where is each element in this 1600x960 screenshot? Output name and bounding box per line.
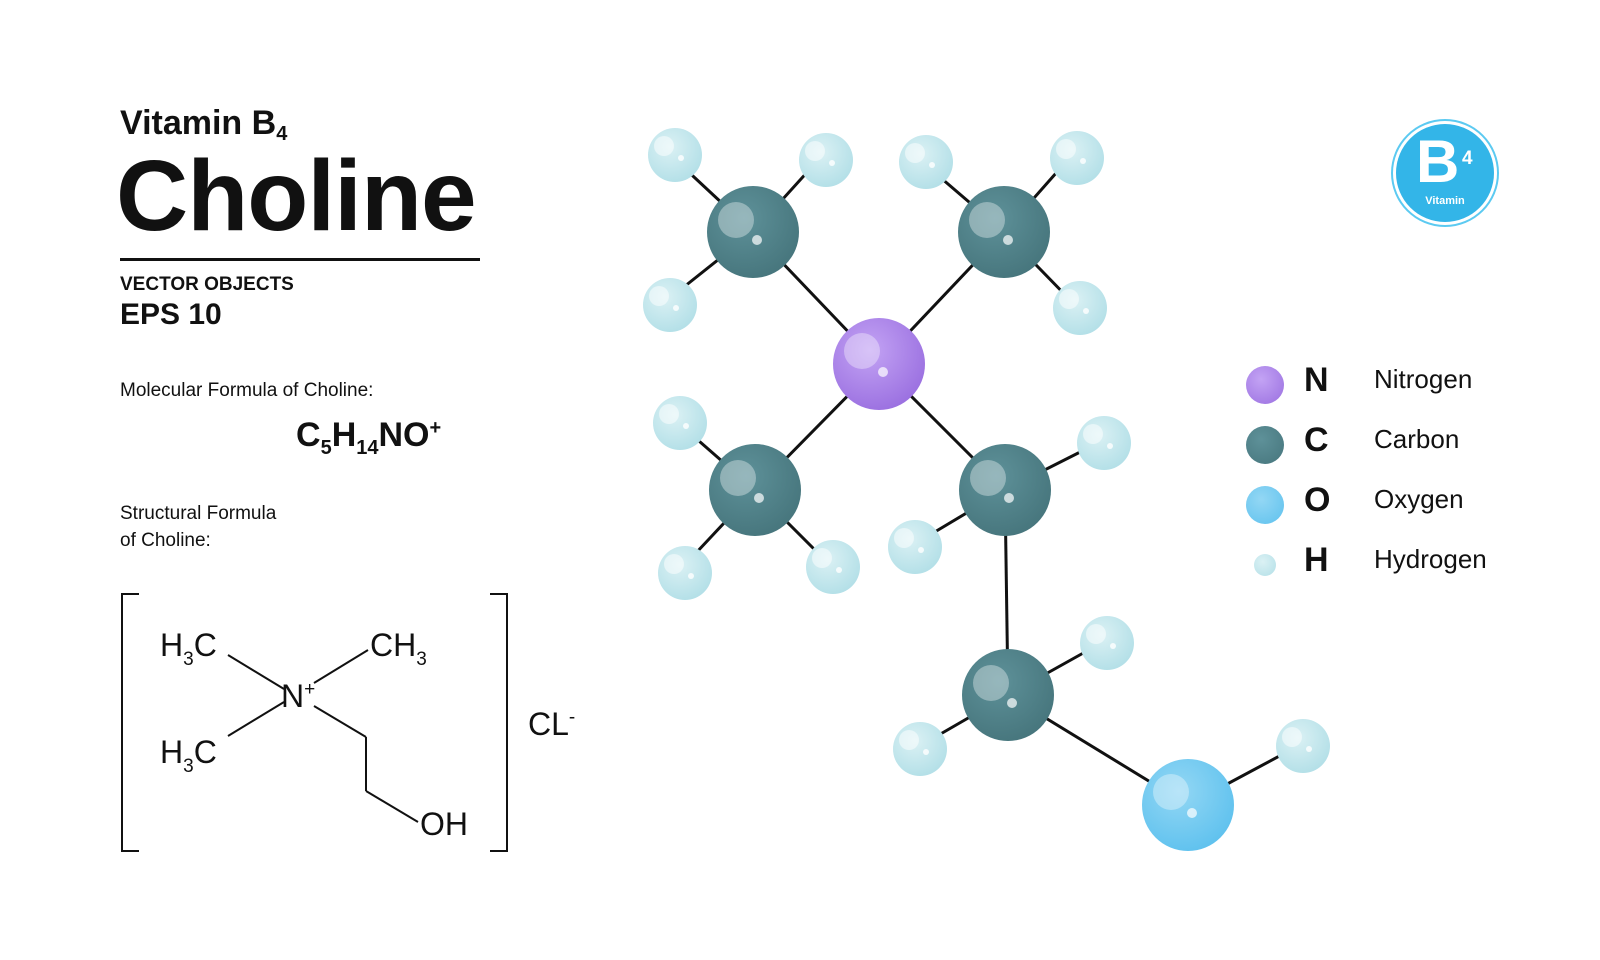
badge-letter: B xyxy=(1416,128,1460,195)
nitrogen-atom xyxy=(833,318,925,410)
pre-title: Vitamin B4 xyxy=(120,104,288,145)
hydrogen-atom xyxy=(799,133,853,187)
right-bracket xyxy=(490,593,508,852)
hydrogen-atom xyxy=(653,396,707,450)
eps-label: EPS 10 xyxy=(120,298,222,331)
molecular-formula-label: Molecular Formula of Choline: xyxy=(120,380,374,401)
hydrogen-atom xyxy=(1080,616,1134,670)
oxygen-atom xyxy=(1142,759,1234,851)
legend-item-hydrogen: H Hydrogen xyxy=(1240,538,1540,598)
molecule-atoms xyxy=(643,128,1330,851)
ch3-label: CH3 xyxy=(370,627,427,670)
hydrogen-atom xyxy=(893,722,947,776)
h3c-bottom-label: H3C xyxy=(160,734,217,777)
legend-name: Carbon xyxy=(1374,424,1460,454)
hydrogen-atom xyxy=(1050,131,1104,185)
hydrogen-atom xyxy=(899,135,953,189)
hydrogen-atom xyxy=(643,278,697,332)
pre-title-subscript: 4 xyxy=(276,123,288,145)
badge-superscript: 4 xyxy=(1462,148,1473,169)
hydrogen-atom xyxy=(1053,281,1107,335)
legend-symbol: N xyxy=(1304,361,1329,399)
element-legend: N Nitrogen C Carbon O Oxygen H Hydrogen xyxy=(1240,358,1540,598)
hydrogen-atom xyxy=(1276,719,1330,773)
legend-item-carbon: C Carbon xyxy=(1240,418,1540,478)
carbon-atom xyxy=(709,444,801,536)
legend-item-nitrogen: N Nitrogen xyxy=(1240,358,1540,418)
carbon-dot-icon xyxy=(1246,426,1284,464)
legend-symbol: H xyxy=(1304,541,1329,579)
legend-item-oxygen: O Oxygen xyxy=(1240,478,1540,538)
oxygen-dot-icon xyxy=(1246,486,1284,524)
carbon-atom xyxy=(707,186,799,278)
counter-ion-label: CL- xyxy=(528,706,575,742)
left-bracket xyxy=(121,593,139,852)
hydrogen-atom xyxy=(888,520,942,574)
badge-word: Vitamin xyxy=(1425,195,1465,207)
h3c-top-label: H3C xyxy=(160,627,217,670)
legend-name: Hydrogen xyxy=(1374,544,1487,574)
legend-symbol: O xyxy=(1304,481,1331,519)
structure-bonds xyxy=(227,649,419,823)
hydrogen-atom xyxy=(1077,416,1131,470)
hydrogen-atom xyxy=(806,540,860,594)
title-divider xyxy=(120,258,480,261)
molecule-bonds xyxy=(663,148,1301,807)
nitrogen-dot-icon xyxy=(1246,366,1284,404)
carbon-atom xyxy=(962,649,1054,741)
page-title: Choline xyxy=(116,140,477,252)
nitrogen-label: N+ xyxy=(281,678,315,714)
hydrogen-dot-icon xyxy=(1254,554,1276,576)
vector-objects-label: VECTOR OBJECTS xyxy=(120,274,294,295)
molecular-formula: C5H14NO+ xyxy=(296,416,442,459)
legend-symbol: C xyxy=(1304,421,1329,459)
hydrogen-atom xyxy=(648,128,702,182)
legend-name: Nitrogen xyxy=(1374,364,1473,394)
vitamin-b4-badge: B 4 Vitamin xyxy=(1396,124,1494,222)
oh-label: OH xyxy=(420,806,468,842)
legend-name: Oxygen xyxy=(1374,484,1464,514)
carbon-atom xyxy=(958,186,1050,278)
carbon-atom xyxy=(959,444,1051,536)
hydrogen-atom xyxy=(658,546,712,600)
